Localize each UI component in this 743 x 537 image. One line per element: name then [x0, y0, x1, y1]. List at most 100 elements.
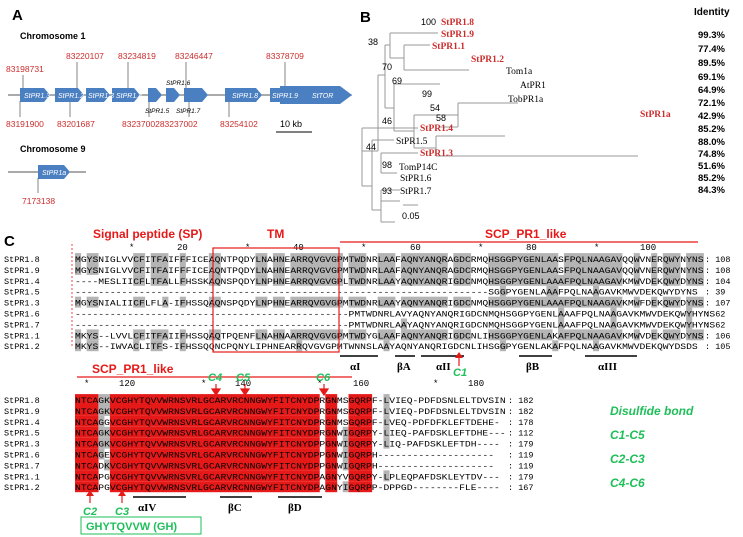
conservation-shade	[272, 459, 279, 471]
conservation-shade	[301, 459, 309, 471]
conservation-shade	[162, 470, 169, 482]
conservation-shade	[284, 405, 291, 416]
conservation-shade	[331, 394, 338, 405]
conservation-shade	[686, 253, 693, 264]
conservation-shade	[610, 329, 617, 341]
conservation-shade	[534, 329, 541, 341]
conservation-shade	[208, 448, 215, 460]
conservation-shade	[243, 426, 250, 438]
conservation-shade	[377, 264, 384, 275]
conservation-shade	[366, 426, 373, 438]
conservation-shade	[464, 329, 472, 341]
conservation-shade	[232, 426, 239, 438]
conservation-shade	[133, 274, 140, 286]
sequence-length: : 119	[508, 461, 534, 471]
conservation-shade	[127, 470, 134, 482]
sequence-length: : 167	[508, 483, 534, 493]
conservation-shade	[226, 481, 233, 493]
bootstrap-value: 44	[366, 142, 376, 152]
conservation-shade	[139, 274, 146, 286]
conservation-shade	[383, 340, 390, 352]
conservation-shade	[203, 405, 210, 416]
conservation-shade	[360, 405, 367, 416]
conservation-shade	[226, 405, 233, 416]
conservation-shade	[92, 415, 99, 427]
conservation-shade	[296, 253, 303, 264]
conservation-shade	[278, 481, 285, 493]
sequence-name: StPR1.7	[4, 461, 40, 471]
conservation-shade	[604, 253, 611, 264]
conservation-shade	[325, 394, 332, 405]
conservation-shade	[459, 329, 466, 341]
conservation-shade	[267, 437, 274, 449]
gene-label: StPR1.7	[176, 108, 201, 115]
disulfide-legend: Disulfide bond C1-C5 C2-C3 C4-C6	[610, 404, 694, 490]
conservation-shade	[109, 459, 117, 471]
conservation-shade	[511, 264, 518, 275]
sequence-name: StPR1.4	[4, 277, 40, 287]
conservation-shade	[691, 274, 699, 286]
conservation-shade	[232, 470, 239, 482]
conservation-shade	[435, 253, 442, 264]
conservation-shade	[168, 415, 175, 427]
conservation-shade	[133, 437, 140, 449]
conservation-shade	[523, 296, 530, 308]
svg-text:*: *	[317, 379, 322, 389]
conservation-shade	[267, 394, 274, 405]
conservation-shade	[267, 459, 274, 471]
conservation-shade	[325, 481, 332, 493]
conservation-shade	[278, 394, 285, 405]
conservation-shade	[616, 274, 623, 286]
gene-arrow	[270, 86, 352, 104]
conservation-shade	[406, 296, 413, 308]
conservation-shade	[453, 274, 460, 286]
conservation-shade	[400, 253, 408, 264]
conservation-shade	[267, 470, 274, 482]
leaf-label: TomP14C	[399, 163, 437, 173]
conservation-shade	[179, 481, 186, 493]
conservation-shade	[121, 448, 128, 460]
conservation-shade	[92, 296, 99, 308]
conservation-shade	[150, 340, 157, 352]
conservation-shade	[301, 274, 309, 286]
conservation-shade	[237, 459, 245, 471]
conservation-shade	[435, 274, 442, 286]
panel-label-a: A	[12, 7, 23, 24]
conservation-shade	[331, 481, 338, 493]
conservation-shade	[511, 296, 518, 308]
structure-label: αI	[350, 361, 360, 373]
conservation-shade	[633, 264, 640, 275]
conservation-shade	[575, 329, 582, 341]
conservation-shade	[610, 264, 617, 275]
conservation-shade	[191, 459, 198, 471]
conservation-shade	[168, 448, 175, 460]
conservation-shade	[98, 394, 105, 405]
conservation-shade	[331, 437, 338, 449]
conservation-shade	[697, 296, 704, 308]
leaf-label: AtPR1	[520, 81, 546, 91]
conservation-shade	[360, 296, 367, 308]
conservation-shade	[325, 274, 332, 286]
conservation-shade	[98, 437, 105, 449]
sequence-length: : 179	[508, 472, 534, 482]
conservation-shade	[121, 394, 128, 405]
sequence-row: ----MESLIICFLTFALLFHSSKAQNSPQDYLNPHNEARR…	[75, 277, 704, 287]
conservation-shade	[232, 481, 239, 493]
conservation-shade	[581, 253, 588, 264]
conservation-shade	[168, 405, 175, 416]
conservation-shade	[691, 296, 699, 308]
sequence-length: : 112	[508, 429, 534, 439]
conservation-shade	[168, 470, 175, 482]
conservation-shade	[313, 437, 320, 449]
conservation-shade	[499, 329, 506, 341]
identity-value: 85.2%	[698, 124, 725, 135]
conservation-shade	[558, 307, 565, 319]
conservation-shade	[412, 264, 419, 275]
conservation-shade	[284, 415, 291, 427]
conservation-shade	[453, 253, 460, 264]
conservation-shade	[319, 329, 326, 341]
conservation-shade	[156, 405, 163, 416]
conservation-shade	[168, 437, 175, 449]
conservation-shade	[267, 405, 274, 416]
conservation-shade	[668, 253, 675, 264]
